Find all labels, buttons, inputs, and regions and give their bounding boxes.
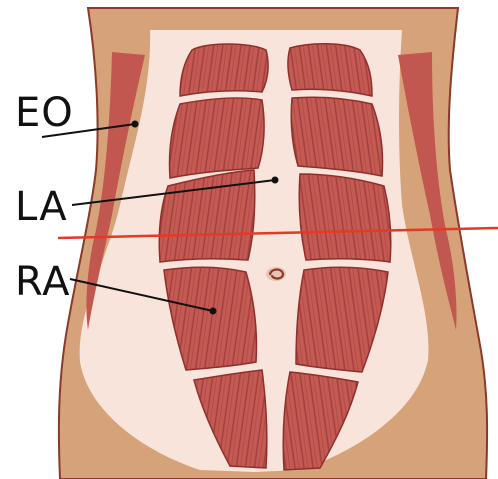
pointer-dot-eo (132, 121, 139, 128)
label-external-oblique: EO (15, 93, 74, 133)
label-rectus-abdominis: RA (15, 262, 71, 302)
rectus-segment-left-2 (169, 98, 264, 178)
rectus-segment-right-3 (299, 174, 391, 262)
pointer-dot-ra (210, 308, 217, 315)
rectus-segment-left-1 (180, 44, 268, 96)
rectus-segment-right-2 (291, 97, 382, 176)
pointer-dot-la (272, 177, 279, 184)
label-linea-alba: LA (15, 187, 68, 227)
rectus-segment-right-1 (288, 44, 372, 96)
navel-icon (266, 267, 286, 281)
